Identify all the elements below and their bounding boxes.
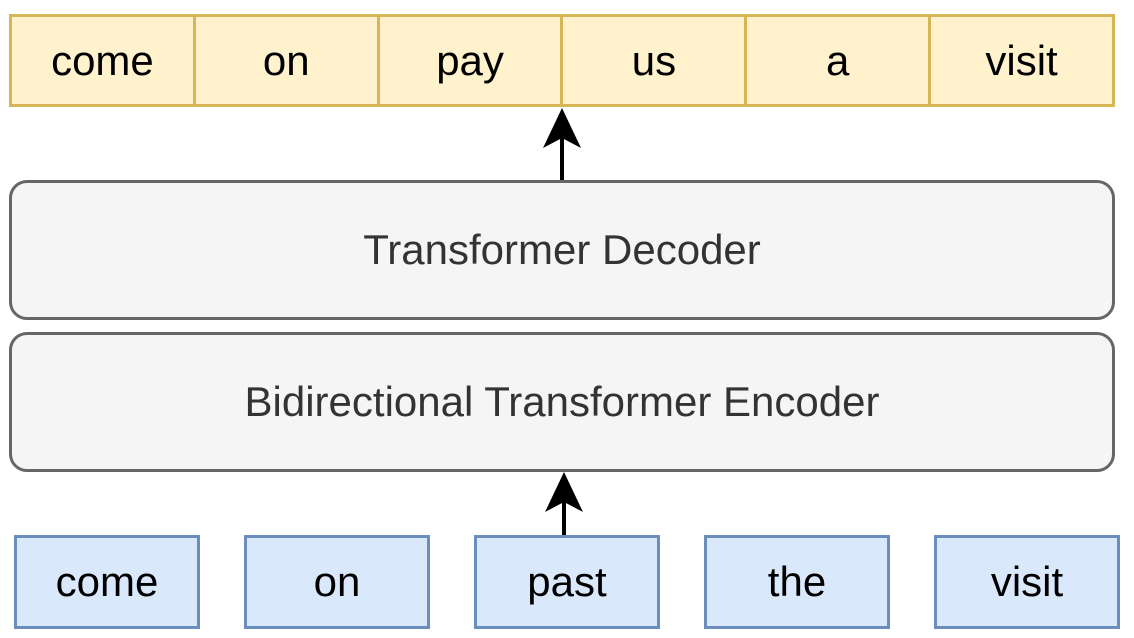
input-token: on <box>244 535 430 629</box>
arrow-decoder-to-output-icon <box>543 108 581 180</box>
output-token: a <box>744 17 928 104</box>
output-token: us <box>560 17 744 104</box>
output-token: visit <box>928 17 1112 104</box>
input-token: visit <box>934 535 1120 629</box>
input-token: the <box>704 535 890 629</box>
output-token-row: come on pay us a visit <box>9 14 1115 107</box>
arrow-input-to-encoder-icon <box>545 472 583 535</box>
input-token: past <box>474 535 660 629</box>
output-token: on <box>192 17 377 104</box>
output-token: come <box>51 36 154 84</box>
output-token: pay <box>376 17 561 104</box>
input-token: come <box>14 535 200 629</box>
transformer-decoder-block: Transformer Decoder <box>9 180 1115 320</box>
bidirectional-encoder-block: Bidirectional Transformer Encoder <box>9 332 1115 472</box>
